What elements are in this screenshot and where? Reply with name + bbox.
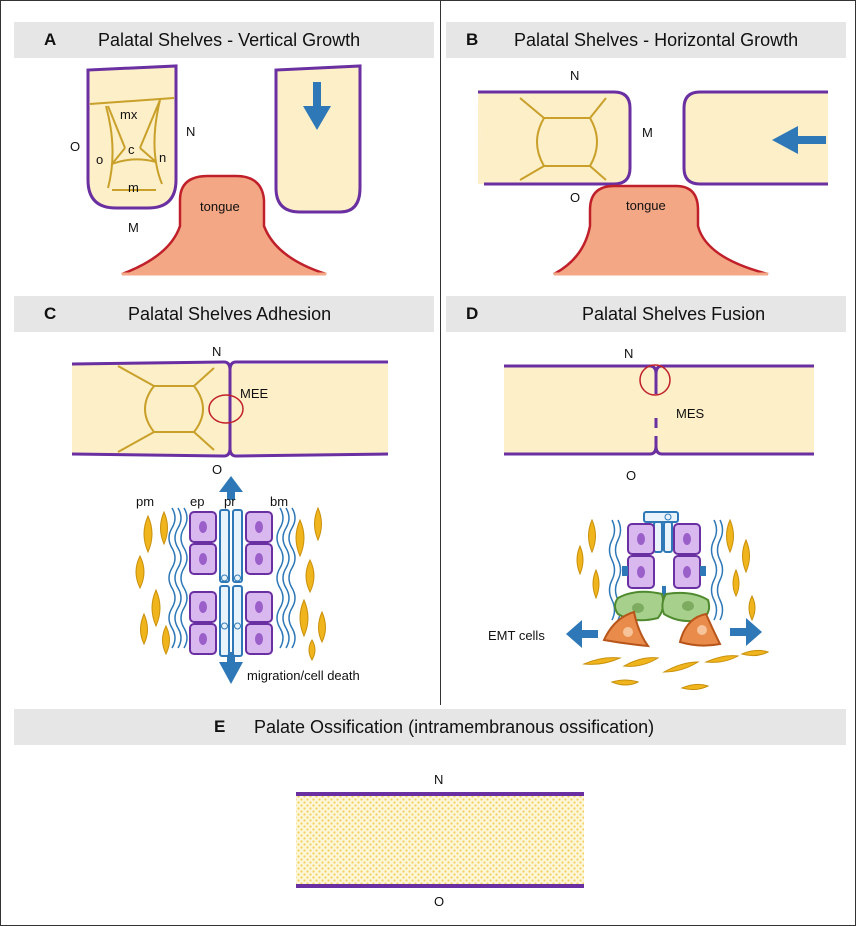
label-b-tongue: tongue <box>626 198 666 213</box>
label-a-mx: mx <box>120 107 138 122</box>
label-e-N: N <box>434 772 443 787</box>
periderm-c <box>220 510 242 656</box>
label-a-n: n <box>159 150 166 165</box>
arrow-right-d <box>730 618 762 646</box>
label-c-N: N <box>212 344 221 359</box>
label-b-M: M <box>642 125 653 140</box>
panel-a-drawing <box>88 66 360 274</box>
label-c-migration: migration/cell death <box>247 668 360 683</box>
panel-e-drawing <box>296 794 584 886</box>
left-shelf-b <box>478 92 630 184</box>
label-a-m: m <box>128 180 139 195</box>
mesenchyme-c <box>136 508 326 660</box>
label-d-emt: EMT cells <box>488 628 545 643</box>
panel-c-drawing <box>72 362 388 684</box>
panel-d-drawing <box>504 365 814 690</box>
arrow-left-d <box>566 620 598 648</box>
basement-membrane-left <box>169 508 187 648</box>
label-a-tongue: tongue <box>200 199 240 214</box>
label-d-N: N <box>624 346 633 361</box>
panel-b-drawing <box>478 92 828 274</box>
label-c-MEE: MEE <box>240 386 269 401</box>
label-a-M: M <box>128 220 139 235</box>
label-a-N: N <box>186 124 195 139</box>
label-d-O: O <box>626 468 636 483</box>
label-c-pm: pm <box>136 494 154 509</box>
label-c-ep: ep <box>190 494 204 509</box>
label-a-O: O <box>70 139 80 154</box>
label-c-bm: bm <box>270 494 288 509</box>
label-a-o: o <box>96 152 103 167</box>
basement-membrane-right <box>277 508 295 648</box>
label-c-O: O <box>212 462 222 477</box>
label-a-c: c <box>128 142 135 157</box>
label-e-O: O <box>434 894 444 909</box>
label-b-N: N <box>570 68 579 83</box>
epithelial-cells-c <box>190 512 272 654</box>
ossified-palate <box>296 794 584 886</box>
label-d-MES: MES <box>676 406 705 421</box>
label-c-pr: pr <box>224 494 236 509</box>
label-b-O: O <box>570 190 580 205</box>
